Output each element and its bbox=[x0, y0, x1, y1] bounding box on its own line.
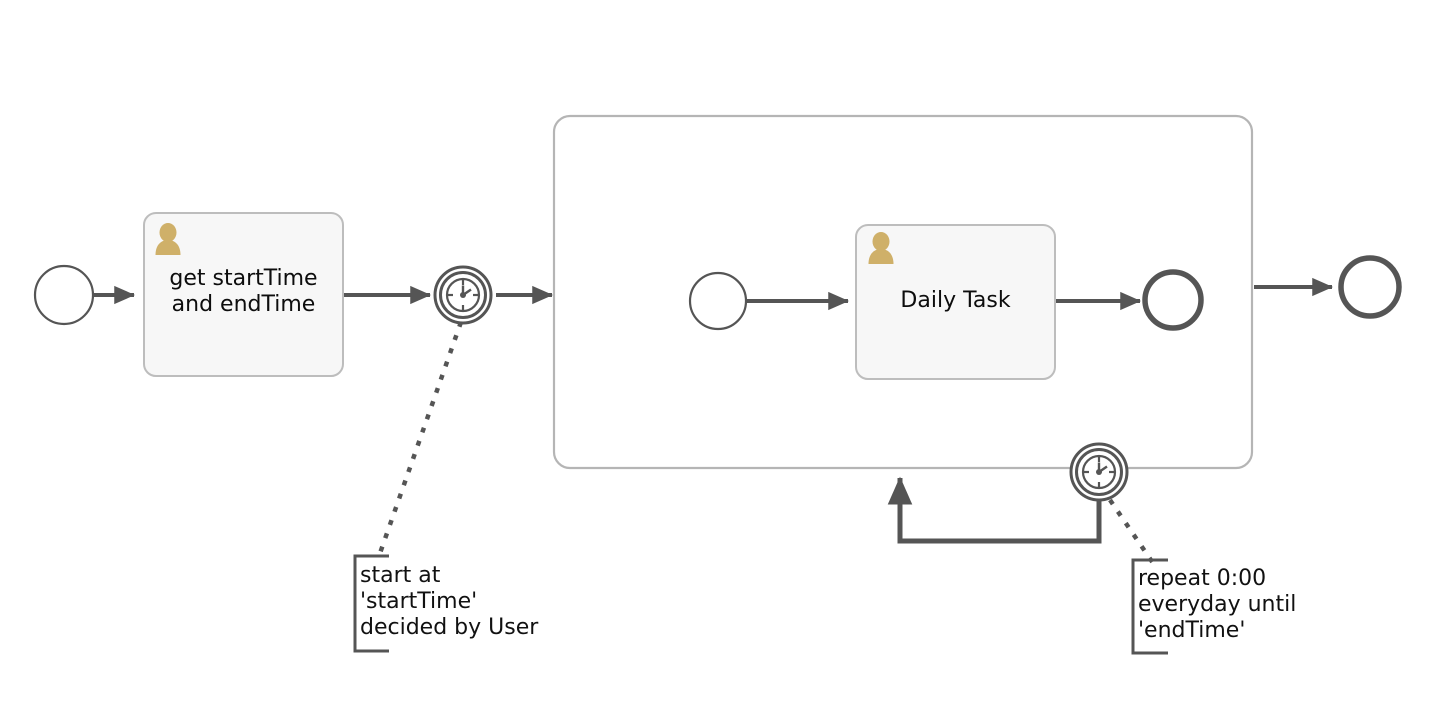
clock-icon bbox=[1081, 454, 1117, 490]
association-start-annotation bbox=[376, 321, 464, 557]
annotation-repeat-text: repeat 0:00 everyday until 'endTime' bbox=[1138, 566, 1297, 643]
annotation-bracket-repeat bbox=[1131, 558, 1168, 655]
end-event[interactable] bbox=[1338, 255, 1402, 319]
subprocess-container[interactable] bbox=[552, 114, 1254, 470]
annotation-bracket-start-time bbox=[353, 554, 389, 653]
subprocess-end-event[interactable] bbox=[1142, 269, 1204, 331]
user-icon bbox=[155, 223, 181, 255]
flow-timer-loopback bbox=[887, 476, 1102, 544]
annotation-start-time-text: start at 'startTime' decided by User bbox=[360, 563, 539, 640]
user-task-daily[interactable] bbox=[855, 224, 1056, 380]
boundary-timer-event[interactable] bbox=[1069, 442, 1129, 502]
user-task-get-times[interactable] bbox=[143, 212, 344, 377]
start-event[interactable] bbox=[33, 264, 95, 326]
clock-icon bbox=[445, 277, 481, 313]
association-repeat-annotation bbox=[1108, 498, 1157, 568]
intermediate-timer-event[interactable] bbox=[433, 265, 493, 325]
user-icon bbox=[868, 232, 894, 264]
subprocess-start-event[interactable] bbox=[688, 271, 748, 331]
